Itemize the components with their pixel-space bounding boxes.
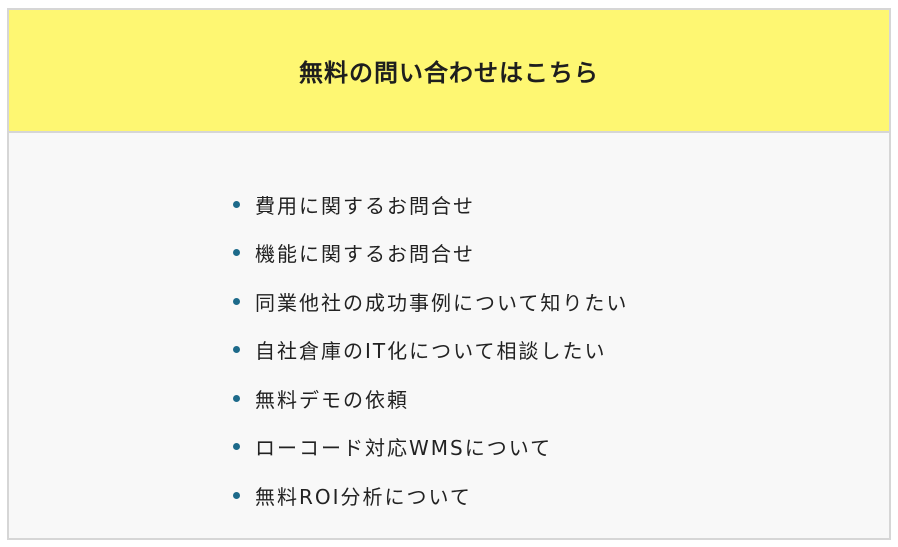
- list-item: 自社倉庫のIT化について相談したい: [233, 326, 628, 375]
- inquiry-panel: 無料の問い合わせはこちら 費用に関するお問合せ 機能に関するお問合せ 同業他社の…: [7, 8, 891, 540]
- list-item: 機能に関するお問合せ: [233, 229, 628, 278]
- list-item-label: 同業他社の成功事例について知りたい: [255, 290, 629, 315]
- list-item: 無料ROI分析について: [233, 471, 628, 520]
- bullet-icon: [233, 346, 240, 354]
- panel-title: 無料の問い合わせはこちら: [299, 59, 599, 87]
- inquiry-list: 費用に関するお問合せ 機能に関するお問合せ 同業他社の成功事例について知りたい …: [233, 180, 628, 520]
- list-item-label: 機能に関するお問合せ: [255, 242, 475, 267]
- list-item-label: 無料ROI分析について: [255, 484, 472, 509]
- bullet-icon: [233, 394, 240, 402]
- list-item-label: 自社倉庫のIT化について相談したい: [255, 339, 607, 364]
- list-item: 無料デモの依頼: [233, 374, 628, 423]
- list-item: 費用に関するお問合せ: [233, 180, 628, 229]
- list-item: 同業他社の成功事例について知りたい: [233, 277, 628, 326]
- bullet-icon: [233, 249, 240, 257]
- bullet-icon: [233, 443, 240, 451]
- panel-header: 無料の問い合わせはこちら: [9, 10, 889, 133]
- bullet-icon: [233, 297, 240, 305]
- bullet-icon: [233, 491, 240, 499]
- bullet-icon: [233, 200, 240, 208]
- list-item: ローコード対応WMSについて: [233, 423, 628, 472]
- list-item-label: 無料デモの依頼: [255, 387, 409, 412]
- list-item-label: ローコード対応WMSについて: [255, 436, 553, 461]
- list-item-label: 費用に関するお問合せ: [255, 193, 475, 218]
